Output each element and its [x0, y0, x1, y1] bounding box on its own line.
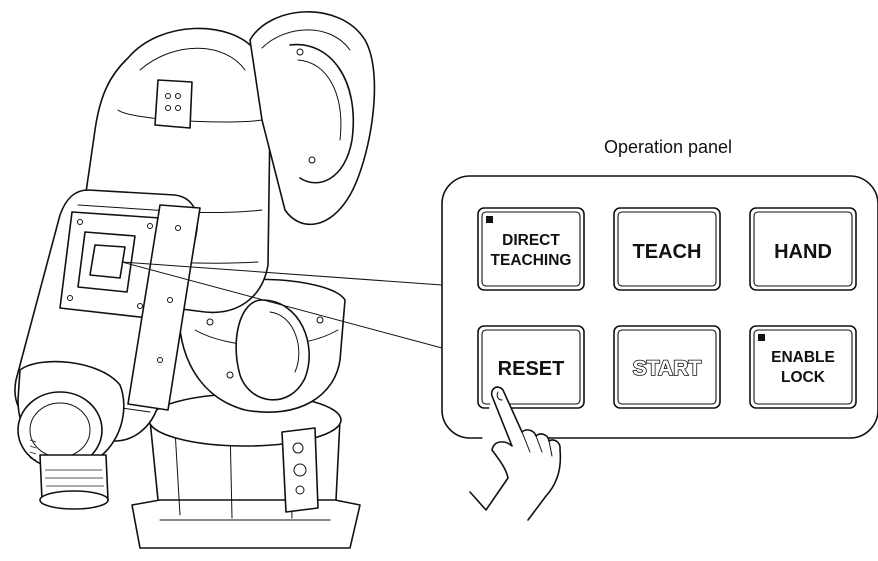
- teach-label: TEACH: [633, 241, 702, 263]
- robot-elbow: [249, 11, 376, 226]
- robot-arm-illustration: [14, 11, 376, 549]
- enable-lock-indicator: [758, 334, 765, 341]
- enable-lock-label-line2: LOCK: [781, 369, 826, 386]
- teach-button[interactable]: TEACH: [613, 207, 721, 291]
- start-button[interactable]: START: [613, 325, 721, 409]
- arm-operation-panel: [59, 211, 161, 319]
- callout-lines: [121, 261, 443, 349]
- pointing-hand-icon: [469, 386, 562, 521]
- start-label: START: [633, 357, 702, 380]
- direct-teaching-indicator: [486, 216, 493, 223]
- panel-title: Operation panel: [604, 137, 732, 157]
- robot-base: [131, 393, 361, 549]
- enable-lock-label-line1: ENABLE: [771, 349, 835, 366]
- reset-label: RESET: [498, 358, 565, 380]
- robot-wrist: [17, 360, 125, 510]
- enable-lock-button[interactable]: ENABLE LOCK: [749, 325, 857, 409]
- reset-button[interactable]: RESET: [477, 325, 585, 409]
- hand-button[interactable]: HAND: [749, 207, 857, 291]
- direct-teaching-label-line1: DIRECT: [502, 232, 560, 249]
- direct-teaching-button[interactable]: DIRECT TEACHING: [477, 207, 585, 291]
- direct-teaching-label-line2: TEACHING: [491, 252, 572, 269]
- operation-panel-callout: Operation panel DIRECT TEACHING TEACH HA…: [441, 137, 878, 439]
- hand-label: HAND: [774, 241, 832, 263]
